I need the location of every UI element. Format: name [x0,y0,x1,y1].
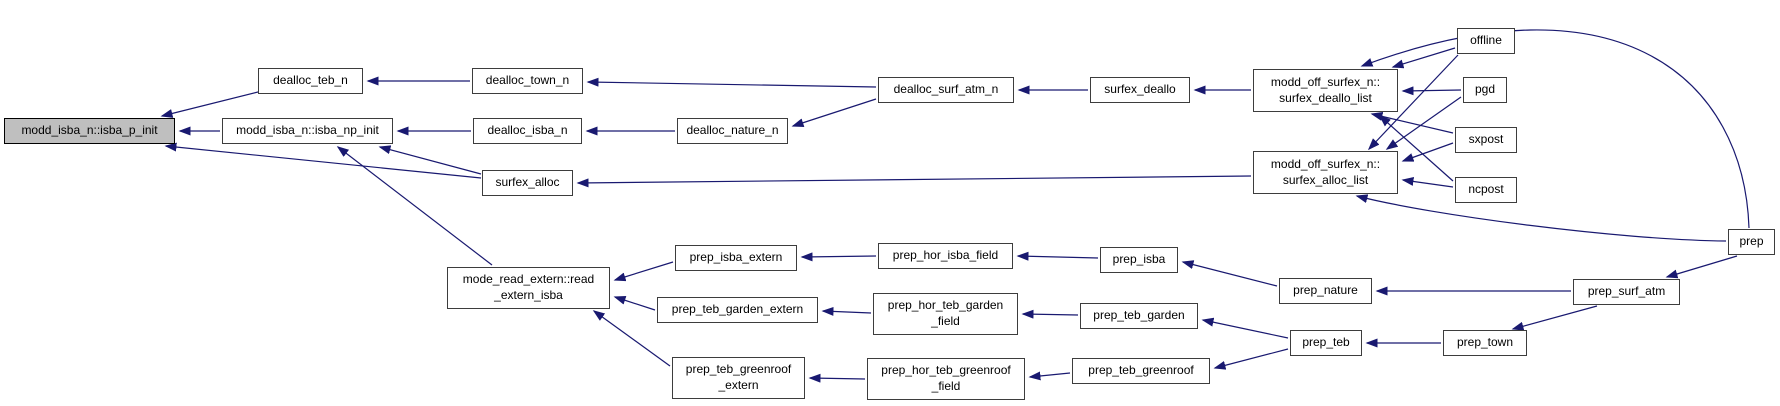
node-label: dealloc_town_n [485,73,570,88]
edge-prep_teb-to-prep_teb_greenroof [1213,348,1289,370]
node-surfex_deallo_list[interactable]: modd_off_surfex_n::surfex_deallo_list [1253,69,1398,112]
node-label: prep_teb_garden_extern [671,302,804,317]
node-isba_np_init[interactable]: modd_isba_n::isba_np_init [222,118,393,144]
node-label: offline [1470,33,1502,48]
node-label: prep_teb_greenroof [1088,363,1194,378]
node-label: dealloc_surf_atm_n [893,82,999,97]
node-surfex_alloc_list[interactable]: modd_off_surfex_n::surfex_alloc_list [1253,151,1398,194]
node-label: dealloc_isba_n [487,123,568,138]
node-label: sxpost [1468,132,1504,147]
node-label: prep_town [1456,335,1514,350]
node-prep_teb_greenroof[interactable]: prep_teb_greenroof [1072,358,1210,384]
edge-prep_hor_teb_garden_field-to-prep_teb_garden_extern [821,306,872,316]
node-dealloc_town_n[interactable]: dealloc_town_n [472,68,583,94]
node-label: _extern [718,378,759,392]
node-surfex_alloc[interactable]: surfex_alloc [482,170,573,196]
node-label: prep_teb [1302,335,1350,350]
edge-prep_nature-to-prep_isba [1181,260,1278,287]
node-prep_isba[interactable]: prep_isba [1100,247,1178,273]
edge-prep_surf_atm-to-prep_town [1511,305,1598,331]
edge-dealloc_surf_atm_n-to-dealloc_nature_n [791,98,877,128]
node-prep[interactable]: prep [1728,229,1775,255]
node-label: prep [1739,234,1764,249]
edge-prep_hor_teb_greenroof_field-to-prep_teb_greenroof_extern [808,373,866,383]
node-label: ncpost [1468,182,1504,197]
edge-surfex_alloc-to-isba_p_init [164,142,482,179]
node-isba_p_init[interactable]: modd_isba_n::isba_p_init [4,118,175,144]
node-label: prep_isba_extern [689,250,783,265]
node-prep_isba_extern[interactable]: prep_isba_extern [675,245,797,271]
edge-surfex_alloc_list-to-surfex_alloc [576,175,1252,188]
node-offline[interactable]: offline [1457,28,1515,54]
edge-prep_teb_greenroof-to-prep_hor_teb_greenroof_field [1028,371,1071,381]
node-dealloc_nature_n[interactable]: dealloc_nature_n [677,118,788,144]
edge-prep_isba_extern-to-read_extern_isba [613,261,674,282]
edge-offline-to-surfex_deallo_list [1391,47,1456,69]
edge-sxpost-to-surfex_alloc_list [1401,142,1454,162]
node-label: dealloc_teb_n [273,73,348,88]
edge-prep_teb-to-prep_teb_garden [1201,317,1289,339]
node-pgd[interactable]: pgd [1463,77,1507,103]
node-label: prep_hor_teb_greenroof [881,363,1011,378]
node-prep_town[interactable]: prep_town [1443,330,1527,356]
node-prep_teb_garden[interactable]: prep_teb_garden [1080,303,1198,329]
node-label: mode_read_extern::read [462,272,595,287]
node-label: prep_hor_teb_garden [887,298,1004,313]
node-label: surfex_alloc [495,175,560,190]
node-prep_teb[interactable]: prep_teb [1290,330,1362,356]
node-prep_teb_greenroof_extern[interactable]: prep_teb_greenroof_extern [672,357,805,399]
edge-prep_isba-to-prep_hor_isba_field [1016,251,1099,261]
node-prep_hor_teb_greenroof_field[interactable]: prep_hor_teb_greenroof_field [867,358,1025,400]
edge-prep_teb_greenroof_extern-to-read_extern_isba [592,310,671,367]
node-prep_hor_teb_garden_field[interactable]: prep_hor_teb_garden_field [873,293,1018,335]
node-label: surfex_deallo_list [1279,90,1372,105]
edge-ncpost-to-surfex_deallo_list [1378,115,1454,182]
node-label: _field [931,379,961,393]
edge-offline-to-surfex_alloc_list [1367,54,1459,151]
node-ncpost[interactable]: ncpost [1455,177,1517,203]
node-label: prep_surf_atm [1587,284,1666,299]
node-dealloc_surf_atm_n[interactable]: dealloc_surf_atm_n [878,77,1014,103]
node-label: prep_teb_garden [1093,308,1185,323]
node-sxpost[interactable]: sxpost [1455,127,1517,153]
edge-pgd-to-surfex_alloc_list [1385,96,1462,150]
node-label: modd_isba_n::isba_np_init [236,123,379,138]
edge-prep_hor_isba_field-to-prep_isba_extern [800,252,877,262]
edge-dealloc_teb_n-to-isba_p_init [160,90,263,118]
node-prep_hor_isba_field[interactable]: prep_hor_isba_field [878,243,1013,269]
node-surfex_deallo[interactable]: surfex_deallo [1090,77,1190,103]
edge-prep-to-prep_surf_atm [1665,255,1738,279]
node-label: prep_nature [1293,283,1358,298]
node-label: prep_hor_isba_field [892,248,999,263]
node-prep_nature[interactable]: prep_nature [1279,278,1372,304]
node-label: modd_off_surfex_n:: [1270,156,1381,171]
edge-prep-to-surfex_alloc_list [1355,194,1727,242]
node-dealloc_isba_n[interactable]: dealloc_isba_n [473,118,582,144]
node-label: prep_teb_greenroof [685,362,792,377]
node-label: _field [931,314,960,328]
node-label: prep_isba [1112,252,1166,267]
node-label: surfex_alloc_list [1282,172,1369,187]
node-read_extern_isba[interactable]: mode_read_extern::read_extern_isba [447,267,610,309]
node-label: dealloc_nature_n [686,123,779,138]
edge-dealloc_surf_atm_n-to-dealloc_town_n [586,77,877,88]
edge-pgd-to-surfex_deallo_list [1401,86,1462,96]
node-label: modd_isba_n::isba_p_init [21,123,158,138]
edge-surfex_alloc-to-isba_np_init [378,145,482,175]
node-label: modd_off_surfex_n:: [1270,74,1381,89]
node-prep_teb_garden_extern[interactable]: prep_teb_garden_extern [657,297,818,323]
edge-prep_teb_garden-to-prep_hor_teb_garden_field [1021,309,1079,319]
edge-read_extern_isba-to-isba_np_init [336,146,493,266]
edge-ncpost-to-surfex_alloc_list [1401,176,1454,188]
node-label: _extern_isba [494,288,563,302]
node-label: surfex_deallo [1104,82,1176,97]
node-prep_surf_atm[interactable]: prep_surf_atm [1573,279,1680,305]
node-dealloc_teb_n[interactable]: dealloc_teb_n [258,68,363,94]
edge-prep_teb_garden_extern-to-read_extern_isba [613,295,656,311]
node-label: pgd [1474,82,1496,97]
